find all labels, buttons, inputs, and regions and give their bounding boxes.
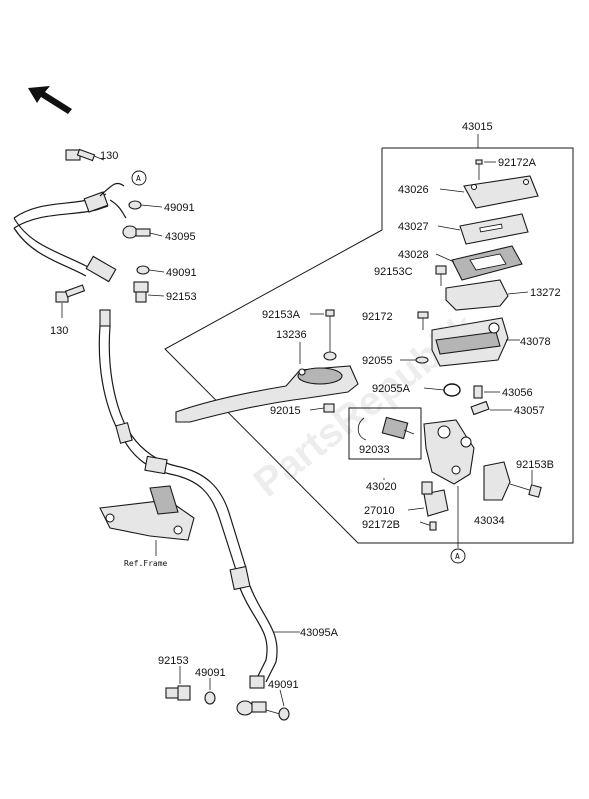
label-92055A: 92055A — [372, 383, 411, 395]
bolt-130-bottom — [55, 284, 86, 303]
label-92153-bottom: 92153 — [158, 655, 189, 667]
label-92015: 92015 — [270, 405, 301, 417]
label-ref-frame: Ref.Frame — [124, 559, 168, 568]
oring-92055A — [443, 383, 461, 397]
clamp-43034 — [483, 461, 542, 501]
screw-92172 — [417, 311, 429, 330]
label-13272: 13272 — [530, 287, 561, 299]
cylinder-body-43078 — [431, 317, 509, 367]
label-49091-c: 49091 — [195, 667, 226, 679]
clutch-lever-13236 — [175, 365, 359, 423]
label-49091-d: 49091 — [268, 679, 299, 691]
label-27010: 27010 — [364, 505, 395, 517]
label-43028: 43028 — [398, 249, 429, 261]
oring-92055 — [415, 356, 429, 364]
label-43056: 43056 — [502, 387, 533, 399]
svg-text:A: A — [455, 552, 460, 561]
gasket-13272 — [445, 279, 509, 311]
bleeder-92153-top — [133, 281, 149, 303]
label-92172: 92172 — [362, 311, 393, 323]
label-43020: 43020 — [366, 481, 397, 493]
label-92172B: 92172B — [362, 519, 400, 531]
label-92153C: 92153C — [374, 266, 413, 278]
callout-a-bottom: A — [450, 548, 466, 564]
label-43026: 43026 — [398, 184, 429, 196]
ref-frame-bracket — [99, 485, 195, 541]
screw-92172A — [475, 159, 483, 180]
cylinder-housing — [423, 419, 475, 485]
label-43027: 43027 — [398, 221, 429, 233]
label-92153A: 92153A — [262, 309, 301, 321]
upper-hose — [13, 182, 127, 283]
front-arrow-icon — [28, 86, 72, 114]
label-130-bottom: 130 — [50, 325, 68, 337]
pushrod-43056 — [473, 385, 483, 399]
long-hose-43095A — [98, 309, 278, 716]
label-49091-a: 49091 — [164, 202, 195, 214]
label-92153B: 92153B — [516, 459, 554, 471]
bolt-92153A — [323, 309, 337, 361]
label-49091-b: 49091 — [166, 267, 197, 279]
screw-92153C — [435, 265, 447, 286]
assembly-outline — [164, 147, 574, 544]
svg-text:A: A — [136, 174, 141, 183]
callout-a-top: A — [131, 170, 147, 186]
screw-92172B — [419, 521, 437, 531]
washer-49091-b — [136, 265, 150, 275]
bleeder-92153-bottom — [165, 685, 191, 701]
label-92172A: 92172A — [498, 157, 537, 169]
piston-kit-92033 — [357, 416, 415, 441]
reservoir-cap-43026 — [463, 175, 539, 209]
label-43034: 43034 — [474, 515, 505, 527]
label-92153-top: 92153 — [166, 291, 197, 303]
label-13236: 13236 — [276, 329, 307, 341]
label-130-top: 130 — [100, 150, 118, 162]
seal-kit-box — [348, 407, 422, 460]
washer-49091-c — [204, 691, 216, 705]
washer-49091-d — [278, 707, 290, 721]
label-92033: 92033 — [359, 444, 390, 456]
label-43095A: 43095A — [300, 627, 339, 639]
switch-43057 — [470, 400, 490, 416]
washer-49091-a — [128, 200, 142, 210]
label-43095: 43095 — [165, 231, 196, 243]
switch-27010 — [421, 481, 449, 517]
label-43078: 43078 — [520, 336, 551, 348]
label-92055: 92055 — [362, 355, 393, 367]
banjo-fitting-43095 — [122, 225, 151, 239]
nut-92015 — [323, 403, 335, 413]
banjo-bolt-130-top — [65, 148, 105, 162]
label-43057: 43057 — [514, 405, 545, 417]
label-43015: 43015 — [462, 121, 493, 133]
